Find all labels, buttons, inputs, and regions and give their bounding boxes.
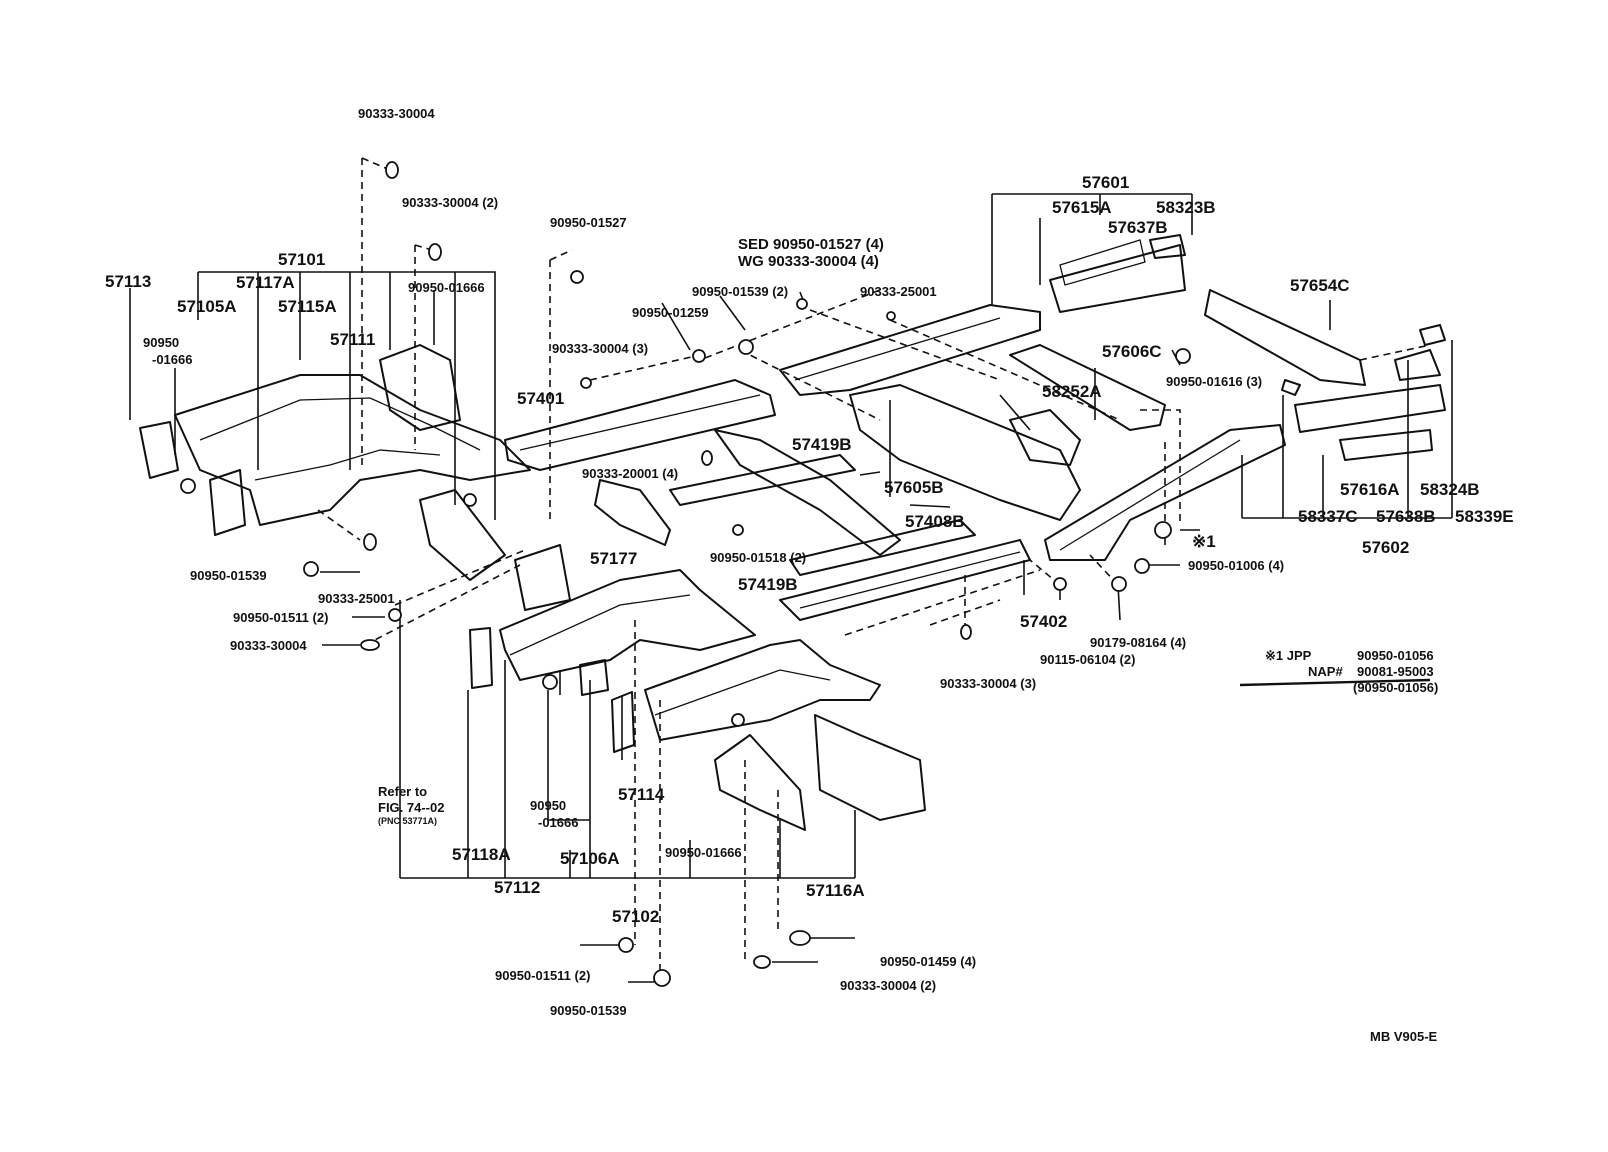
part-labels: 57113 57105A 57117A 57101 57115A 57111 9…: [105, 106, 1514, 1044]
label-90333-30004-2-bot: 90333-30004 (2): [840, 978, 936, 993]
note-jpp: ※1 JPP: [1265, 648, 1312, 663]
label-57115A: 57115A: [278, 297, 337, 316]
label-90333-30004-3-mid: 90333-30004 (3): [552, 341, 648, 356]
part-rear-frame-right: [1044, 289, 1446, 561]
label-57419B-bot: 57419B: [738, 575, 798, 594]
label-57113: 57113: [105, 272, 151, 291]
label-58252A: 58252A: [1042, 382, 1102, 401]
ref-fig: FIG. 74--02: [378, 800, 444, 815]
label-90950-01666-low-a: 90950: [530, 798, 566, 813]
label-90950-01259: 90950-01259: [632, 305, 709, 320]
label-90115-06104-2: 90115-06104 (2): [1040, 652, 1135, 667]
label-57112: 57112: [494, 878, 540, 897]
label-57419B-top: 57419B: [792, 435, 852, 454]
part-front-frame-center: [469, 544, 756, 753]
label-wg: WG 90333-30004 (4): [738, 253, 879, 270]
label-90333-30004-top: 90333-30004: [358, 106, 435, 121]
label-sed: SED 90950-01527 (4): [738, 236, 884, 253]
label-58323B: 58323B: [1156, 198, 1216, 217]
note-nap: NAP#: [1308, 664, 1343, 679]
label-57114: 57114: [618, 785, 665, 804]
label-58324B: 58324B: [1420, 480, 1480, 499]
label-90950-01006-4: 90950-01006 (4): [1188, 558, 1284, 573]
label-57106A: 57106A: [560, 849, 620, 868]
label-90950-01459-4: 90950-01459 (4): [880, 954, 976, 969]
label-57606C: 57606C: [1102, 342, 1162, 361]
label-57117A: 57117A: [236, 273, 295, 292]
label-57118A: 57118A: [452, 845, 511, 864]
label-57616A: 57616A: [1340, 480, 1400, 499]
label-90950-01539-2: 90950-01539 (2): [692, 284, 788, 299]
label-90950-01518-2: 90950-01518 (2): [710, 550, 806, 565]
label-90950-01539-bot: 90950-01539: [550, 1003, 627, 1018]
label-90950-01511-2-bot: 90950-01511 (2): [495, 968, 590, 983]
note-nap-number: 90081-95003: [1357, 664, 1434, 679]
note-paren-number: (90950-01056): [1353, 680, 1438, 695]
part-rear-floor: [779, 234, 1186, 521]
label-90333-30004-left: 90333-30004: [230, 638, 307, 653]
label-58339E: 58339E: [1455, 507, 1514, 526]
label-57177: 57177: [590, 549, 637, 568]
note-jpp-number: 90950-01056: [1357, 648, 1434, 663]
label-57111: 57111: [330, 330, 375, 349]
drawing-id: MB V905-E: [1370, 1029, 1438, 1044]
label-90333-30004-3-bot: 90333-30004 (3): [940, 676, 1036, 691]
label-90950-01666-top: 90950-01666: [408, 280, 485, 295]
part-floor-sills: [504, 379, 1031, 621]
label-57637B: 57637B: [1108, 218, 1168, 237]
label-57601: 57601: [1082, 173, 1129, 192]
label-57116A: 57116A: [806, 881, 865, 900]
label-90950-01666-low: 90950-01666: [665, 845, 742, 860]
dashed-lines: [317, 157, 1431, 975]
fastener-icons: [180, 161, 1191, 987]
ref-pnc: (PNC 53771A): [378, 816, 437, 826]
label-mark-1: ※1: [1192, 532, 1216, 551]
part-front-frame-right: [644, 639, 926, 831]
label-57402: 57402: [1020, 612, 1067, 631]
label-90950-01527: 90950-01527: [550, 215, 627, 230]
ref-to: Refer to: [378, 784, 427, 799]
label-90950-01666-left-a: 90950: [143, 335, 179, 350]
label-57602: 57602: [1362, 538, 1409, 557]
label-90950-01666-left-b: -01666: [152, 352, 192, 367]
label-57638B: 57638B: [1376, 507, 1436, 526]
label-90333-20001-4: 90333-20001 (4): [582, 466, 678, 481]
label-90950-01511-2-left: 90950-01511 (2): [233, 610, 328, 625]
label-57105A: 57105A: [177, 297, 237, 316]
label-90333-30004-2-top: 90333-30004 (2): [402, 195, 498, 210]
label-57654C: 57654C: [1290, 276, 1350, 295]
label-90950-01616-3: 90950-01616 (3): [1166, 374, 1262, 389]
label-90950-01539-left: 90950-01539: [190, 568, 267, 583]
label-58337C: 58337C: [1298, 507, 1358, 526]
label-90950-01666-low-b: -01666: [538, 815, 578, 830]
label-57605B: 57605B: [884, 478, 944, 497]
leader-lines: [129, 193, 1453, 983]
label-57408B: 57408B: [905, 512, 965, 531]
label-90333-25001-right: 90333-25001: [860, 284, 937, 299]
label-90333-25001-left: 90333-25001: [318, 591, 395, 606]
part-front-frame-left: [139, 344, 531, 581]
label-57101: 57101: [278, 250, 325, 269]
label-57102: 57102: [612, 907, 659, 926]
label-90179-08164-4: 90179-08164 (4): [1090, 635, 1186, 650]
label-57615A: 57615A: [1052, 198, 1112, 217]
label-57401: 57401: [517, 389, 564, 408]
